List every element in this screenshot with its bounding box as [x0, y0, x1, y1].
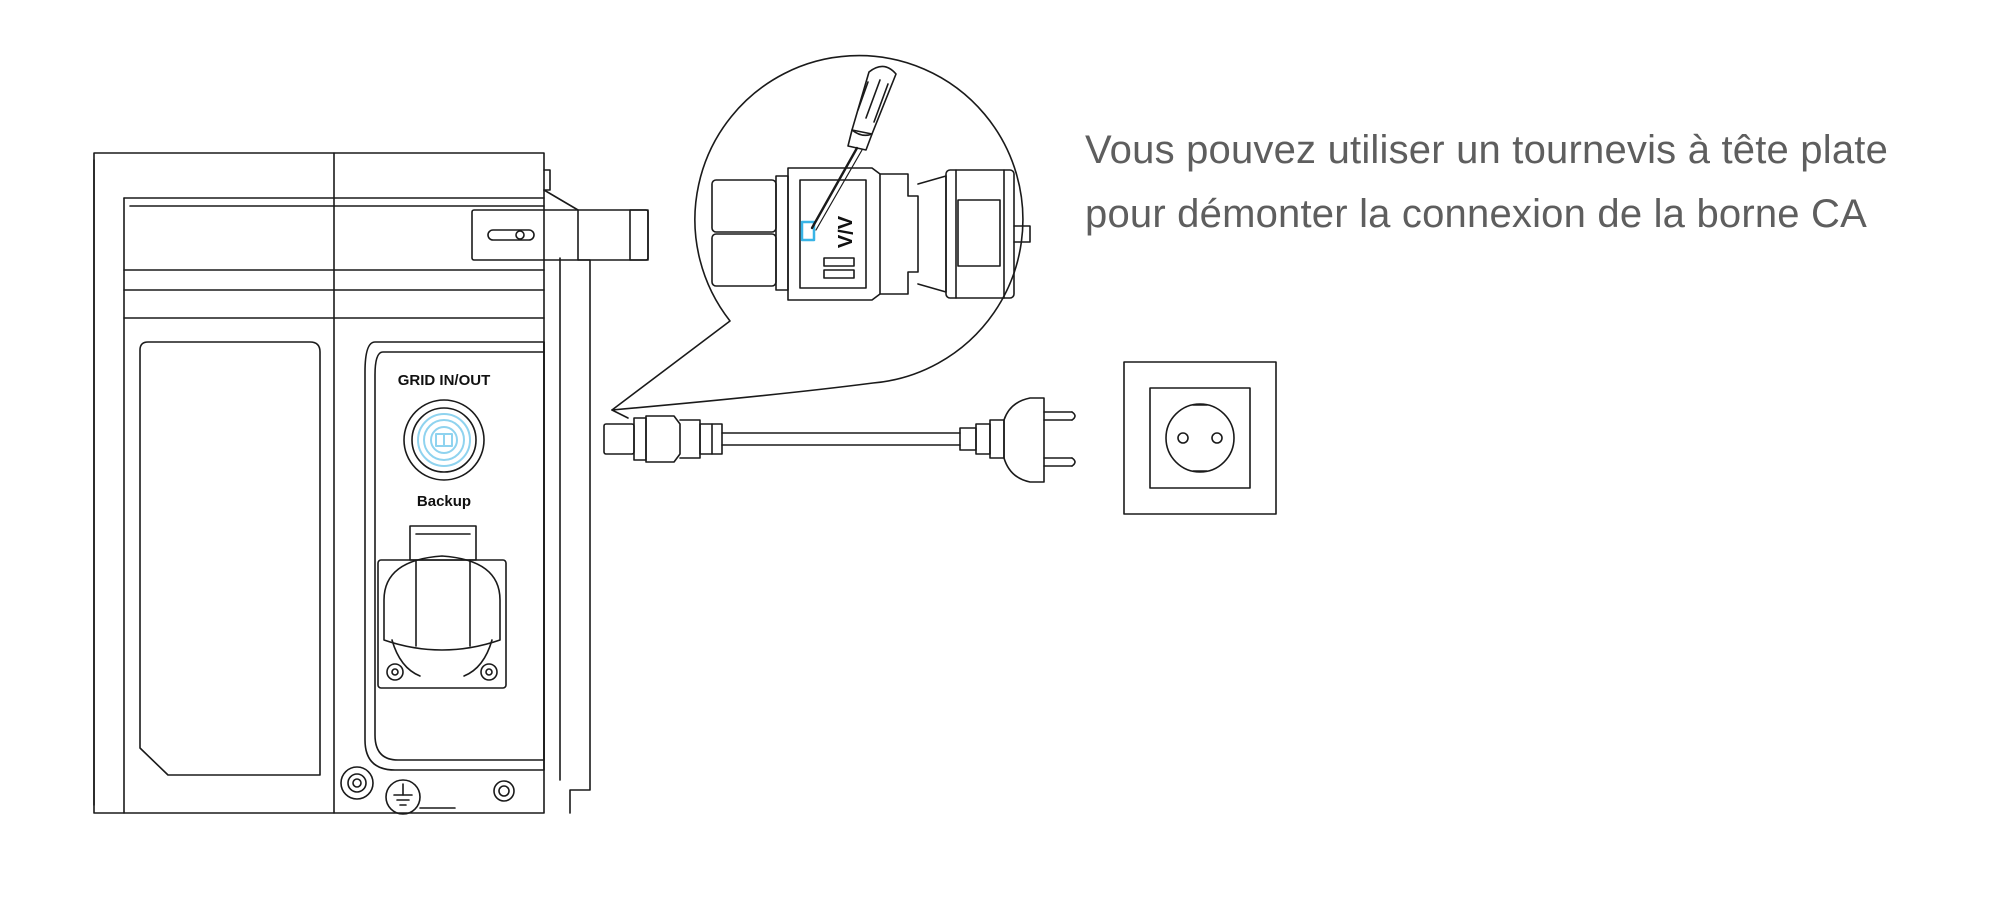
instruction-line-2: pour démonter la connexion de la borne C… [1085, 192, 1868, 236]
instruction-line-1: Vous pouvez utiliser un tournevis à tête… [1085, 128, 1889, 172]
ac-cable [721, 432, 961, 446]
ground-terminal-icon [340, 766, 515, 815]
schuko-plug-icon [959, 397, 1076, 483]
instruction-text: Vous pouvez utiliser un tournevis à tête… [1085, 118, 1985, 246]
grid-port-label: GRID IN/OUT [398, 372, 491, 389]
inverter-unit [93, 152, 649, 814]
backup-port-label: Backup [417, 493, 471, 510]
callout-bubble [611, 54, 1024, 411]
wall-socket-icon [1123, 361, 1277, 515]
grid-port-icon [403, 399, 485, 481]
connector-marking: Λ/Λ [833, 216, 855, 249]
backup-socket-icon [377, 525, 507, 689]
screwdriver-icon [810, 65, 897, 231]
connector-detail: Λ/Λ [711, 167, 1031, 301]
ac-connector-icon [603, 409, 723, 463]
